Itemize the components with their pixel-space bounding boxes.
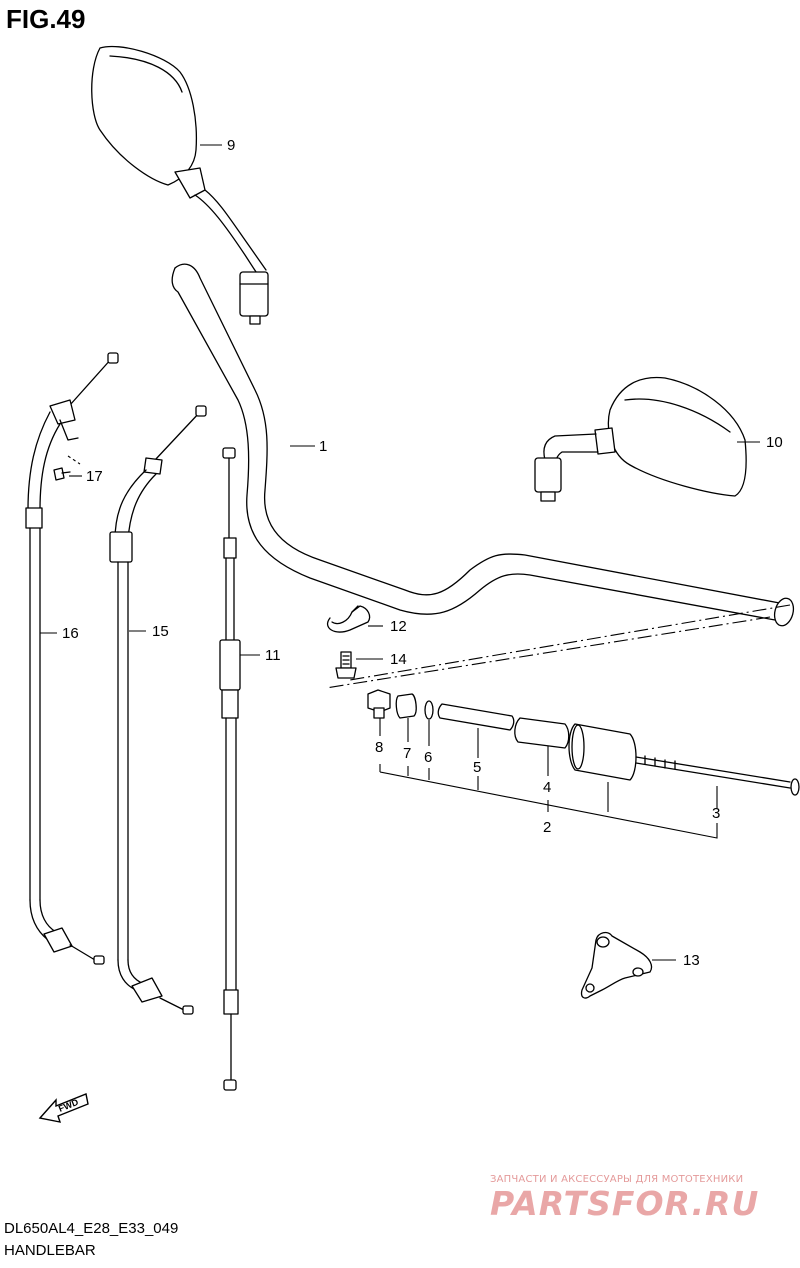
callout-6: 6 xyxy=(424,749,432,766)
model-code: DL650AL4_E28_E33_049 xyxy=(4,1220,179,1237)
right-mirror xyxy=(534,376,747,502)
callout-7: 7 xyxy=(403,745,411,762)
assembly-leaders xyxy=(379,718,718,839)
fwd-arrow-icon: FWD xyxy=(38,1093,89,1123)
watermark-tagline: ЗАПЧАСТИ И АКСЕССУАРЫ ДЛЯ МОТОТЕХНИКИ xyxy=(490,1174,744,1185)
figure-title: FIG.49 xyxy=(6,4,86,34)
callout-16: 16 xyxy=(62,625,79,642)
callout-4: 4 xyxy=(543,779,551,796)
callout-9: 9 xyxy=(227,137,235,154)
callout-1: 1 xyxy=(319,438,327,455)
callout-11: 11 xyxy=(265,647,281,664)
callout-14: 14 xyxy=(390,651,407,668)
bracket-part xyxy=(580,931,653,999)
callout-10: 10 xyxy=(766,434,783,451)
callout-5: 5 xyxy=(473,759,481,776)
section-name: HANDLEBAR xyxy=(4,1242,96,1259)
bar-end-assembly xyxy=(367,689,800,796)
left-mirror xyxy=(91,45,269,325)
throttle-cable-b xyxy=(219,447,241,1091)
callout-15: 15 xyxy=(152,623,169,640)
bolt-part xyxy=(335,651,357,679)
callout-12: 12 xyxy=(390,618,407,635)
handlebar-tube xyxy=(171,263,795,627)
callout-leaders xyxy=(40,144,760,961)
callout-13: 13 xyxy=(683,952,700,969)
clip-part xyxy=(326,605,371,633)
callout-3: 3 xyxy=(712,805,720,822)
callout-2: 2 xyxy=(543,819,551,836)
watermark-brand: PARTSFOR.RU xyxy=(490,1184,760,1223)
throttle-cable-a xyxy=(109,405,207,1015)
clutch-cable xyxy=(25,352,119,965)
callout-8: 8 xyxy=(375,739,383,756)
callout-17: 17 xyxy=(86,468,103,485)
